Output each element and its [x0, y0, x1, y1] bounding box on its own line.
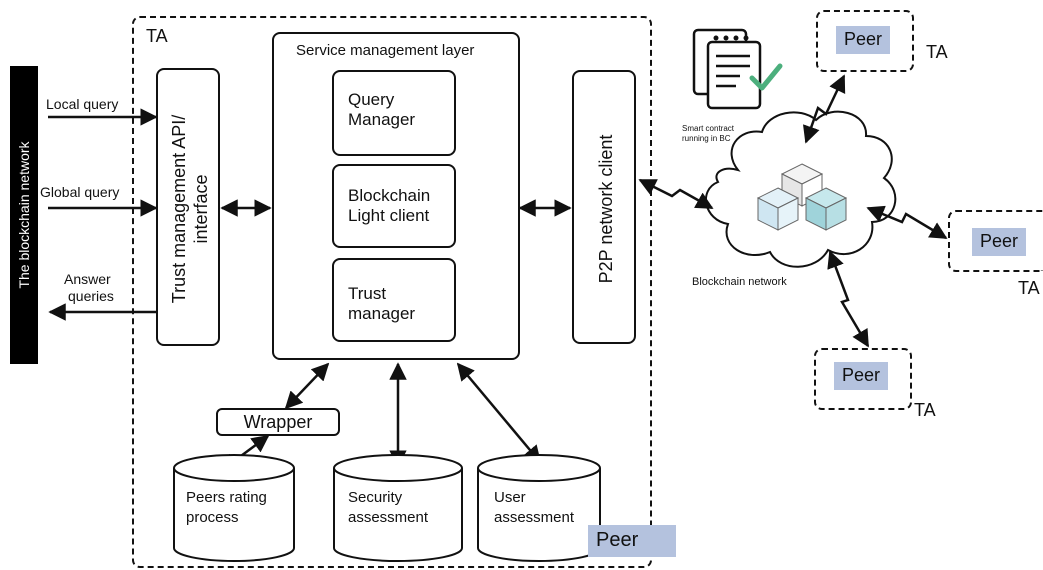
- trust-api-label: Trust management API/ interface: [158, 70, 222, 348]
- blockchain-network-sidebar: The blockchain network: [10, 66, 38, 364]
- query-manager-line1: Query: [348, 90, 395, 109]
- smart-contract-line2: running in BC: [682, 133, 731, 143]
- trust-manager-label: Trust manager: [348, 284, 415, 325]
- peers-rating-db: [173, 454, 295, 562]
- local-query-label: Local query: [46, 96, 119, 112]
- light-client-line2: Light client: [348, 206, 430, 226]
- service-user-arrow: [456, 362, 542, 464]
- user-label: User assessment: [494, 488, 574, 529]
- global-query-label: Global query: [40, 184, 120, 200]
- blockchain-cubes-icon: [756, 163, 848, 231]
- trust-manager-line1: Trust: [348, 284, 387, 303]
- security-db: [333, 454, 463, 562]
- p2p-client-box: P2P network client: [572, 70, 636, 344]
- remote-peer-right: Peer: [972, 228, 1027, 256]
- peers-rating-label: Peers rating process: [186, 488, 267, 529]
- user-line1: User: [494, 489, 526, 506]
- cloud-peer-top-link: [802, 74, 846, 144]
- remote-ta-right-label: TA: [1018, 278, 1040, 298]
- sidebar-title: The blockchain network: [16, 141, 32, 289]
- answer-label-1: Answer: [64, 271, 111, 287]
- peers-rating-line2: process: [186, 509, 239, 527]
- trust-api-line2: interface: [191, 174, 211, 244]
- peers-rating-line1: Peers rating: [186, 489, 267, 506]
- trust-manager-box: Trust manager: [332, 258, 456, 342]
- answer-label-2: queries: [68, 288, 114, 304]
- query-manager-box: Query Manager: [332, 70, 456, 156]
- p2p-client-label: P2P network client: [596, 134, 616, 284]
- remote-ta-top-frame: [816, 10, 914, 72]
- cloud-peer-right-link: [866, 205, 948, 240]
- p2p-cloud-link: [638, 178, 714, 210]
- wrapper-label: Wrapper: [243, 412, 313, 432]
- cloud-peer-bottom-link: [827, 250, 870, 348]
- remote-peer-bottom: Peer: [834, 362, 889, 390]
- remote-ta-bottom-frame: [814, 348, 912, 410]
- smart-contract-line1: Smart contract: [682, 124, 735, 133]
- peer-main-tag: Peer: [588, 525, 676, 557]
- security-line1: Security: [348, 489, 403, 506]
- user-line2: assessment: [494, 509, 575, 527]
- smart-contract-label: Smart contract running in BC: [682, 124, 734, 143]
- light-client-box: Blockchain Light client: [332, 164, 456, 248]
- light-client-label: Blockchain Light client: [348, 186, 430, 227]
- trust-api-line1: Trust management API/: [168, 114, 189, 304]
- remote-ta-right-frame: [948, 210, 1043, 272]
- security-line2: assessment: [348, 509, 429, 527]
- service-wrapper-arrow: [284, 362, 330, 410]
- remote-peer-top: Peer: [836, 26, 891, 54]
- security-label: Security assessment: [348, 488, 428, 529]
- query-manager-line2: Manager: [348, 110, 416, 130]
- service-layer-title: Service management layer: [296, 42, 475, 59]
- query-manager-label: Query Manager: [348, 90, 415, 131]
- wrapper-box: Wrapper: [216, 408, 340, 436]
- trust-api-box: Trust management API/ interface: [156, 68, 220, 346]
- remote-ta-bottom-label: TA: [914, 400, 936, 420]
- smart-contract-icon: [692, 28, 783, 110]
- ta-main-label: TA: [146, 26, 168, 46]
- trust-manager-line2: manager: [348, 304, 416, 324]
- ta-main-frame: [132, 16, 652, 568]
- light-client-line1: Blockchain: [348, 186, 431, 205]
- remote-ta-top-label: TA: [926, 42, 948, 62]
- blockchain-network-caption: Blockchain network: [692, 276, 787, 288]
